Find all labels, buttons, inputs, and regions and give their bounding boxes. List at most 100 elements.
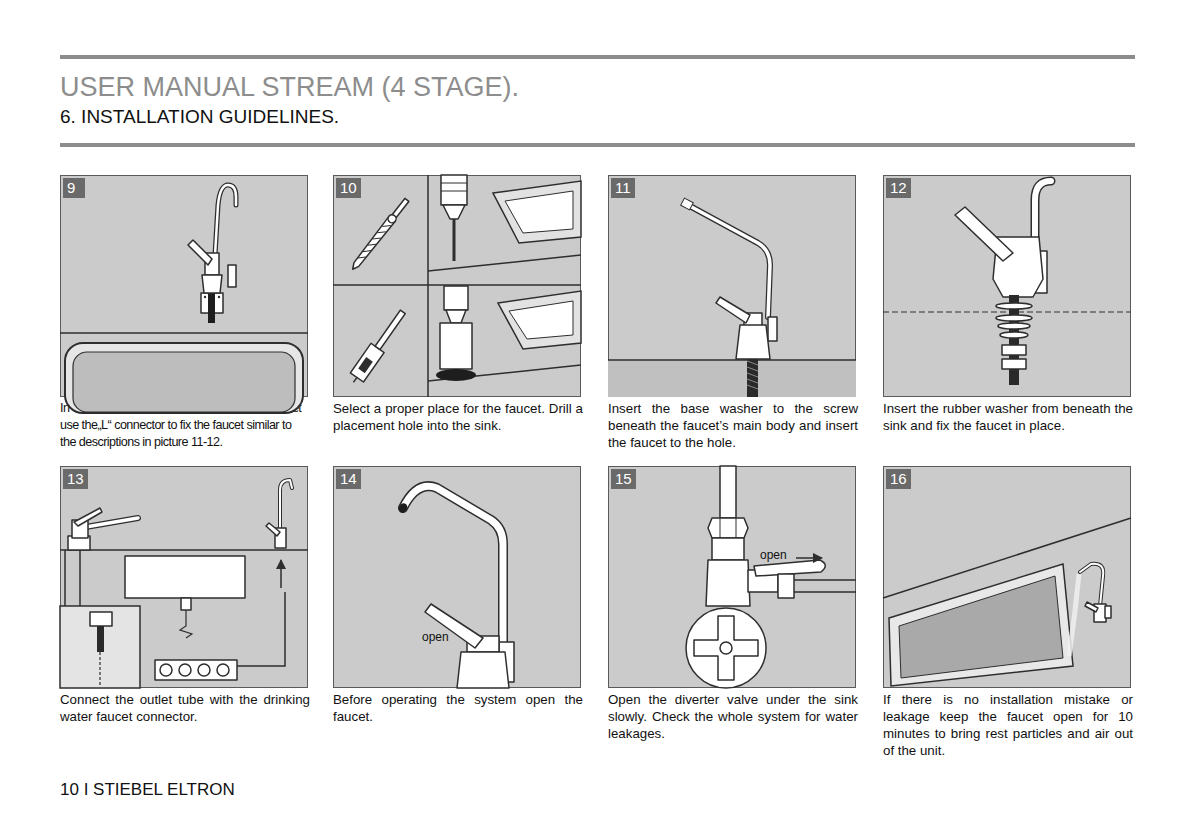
illustration-rect bbox=[768, 317, 777, 341]
illustration-rect bbox=[68, 536, 90, 550]
illustration-rect bbox=[1002, 345, 1026, 355]
illustration-path bbox=[202, 275, 222, 293]
illustration-rect bbox=[350, 343, 384, 382]
diverter-valve-illustration bbox=[686, 466, 856, 688]
illustration-path bbox=[280, 480, 292, 528]
illustration-rect bbox=[155, 660, 237, 680]
illustration-rect bbox=[73, 352, 295, 412]
illustration-line bbox=[353, 377, 356, 382]
drilling-illustration bbox=[333, 175, 581, 397]
illustration-g bbox=[347, 307, 409, 387]
illustration-line bbox=[796, 557, 822, 559]
illustration-rect bbox=[744, 313, 762, 327]
step-number: 15 bbox=[611, 469, 636, 489]
illustration-ellipse bbox=[996, 315, 1032, 321]
illustration-rect bbox=[444, 286, 468, 310]
page-title: USER MANUAL STREAM (4 STAGE). bbox=[60, 72, 519, 103]
illustration-path bbox=[754, 560, 825, 576]
illustration-circle bbox=[179, 664, 191, 676]
illustration-ellipse bbox=[998, 323, 1030, 329]
illustration-path bbox=[74, 508, 102, 526]
illustration-path bbox=[688, 205, 770, 317]
illustration-line bbox=[453, 219, 456, 261]
illustration-path bbox=[446, 310, 466, 323]
illustration-ellipse bbox=[436, 369, 476, 381]
tube-connection-illustration bbox=[60, 480, 308, 688]
illustration-path bbox=[993, 237, 1043, 297]
illustration-rect bbox=[712, 538, 744, 560]
illustration-rect bbox=[1002, 359, 1026, 369]
illustration-line bbox=[720, 518, 721, 538]
illustration-path bbox=[266, 523, 280, 536]
step-number: 9 bbox=[63, 178, 85, 198]
illustration-line bbox=[883, 312, 1131, 313]
illustration-ellipse bbox=[1000, 332, 1028, 338]
illustration-rect bbox=[65, 343, 303, 413]
illustration-path bbox=[498, 291, 581, 349]
illustration-path bbox=[358, 222, 391, 262]
illustration-path bbox=[493, 181, 581, 243]
illustration-rect bbox=[1035, 251, 1047, 293]
illustration-rect bbox=[778, 574, 794, 598]
illustration-rect bbox=[90, 612, 112, 626]
illustration-path bbox=[706, 560, 750, 606]
illustration-rect bbox=[125, 556, 245, 598]
flushing-illustration bbox=[883, 518, 1131, 686]
illustration-path bbox=[80, 518, 138, 528]
step-caption: Select a proper place for the faucet. Dr… bbox=[333, 400, 583, 434]
illustration-path bbox=[889, 564, 1073, 686]
illustration-circle bbox=[204, 296, 206, 298]
illustration-rect bbox=[60, 606, 140, 688]
illustration-path bbox=[899, 576, 1063, 678]
section-heading: 6. INSTALLATION GUIDELINES. bbox=[60, 106, 339, 128]
wall-faucet-illustration bbox=[60, 185, 308, 413]
step-caption: Insert the rubber washer from beneath th… bbox=[883, 400, 1133, 434]
illustration-line bbox=[60, 549, 308, 551]
illustration-rect bbox=[1105, 606, 1111, 618]
illustration-line bbox=[428, 365, 581, 381]
instruction-panel: 13Connect the outlet tube with the drink… bbox=[60, 466, 308, 688]
illustration-path bbox=[280, 480, 292, 528]
illustration-rect bbox=[201, 293, 223, 313]
illustration-rect bbox=[681, 198, 694, 210]
illustration-rect bbox=[390, 198, 409, 220]
illustration-path bbox=[80, 518, 138, 528]
illustration-rect bbox=[205, 253, 219, 275]
instruction-panel: 15Open the diverter valve under the sink… bbox=[608, 466, 856, 688]
illustration-line bbox=[333, 284, 581, 286]
illustration-line bbox=[64, 550, 66, 606]
illustration-line bbox=[441, 183, 467, 184]
illustration-line bbox=[427, 175, 429, 397]
illustration-path bbox=[1069, 574, 1079, 656]
instruction-panel: 10Select a proper place for the faucet. … bbox=[333, 175, 581, 397]
page-footer: 10 I STIEBEL ELTRON bbox=[60, 780, 235, 800]
illustration-rect bbox=[499, 642, 514, 682]
illustration-path bbox=[688, 205, 770, 317]
step-caption: In case of wall-mounted installation of … bbox=[60, 400, 310, 451]
illustration-rect bbox=[748, 570, 778, 592]
illustration-rect bbox=[1009, 295, 1019, 385]
illustration-path bbox=[99, 652, 100, 686]
illustration-path bbox=[694, 616, 758, 680]
illustration-rect bbox=[97, 626, 104, 652]
illustration-rect bbox=[72, 520, 88, 538]
step-caption: If there is no installation mistake or l… bbox=[883, 691, 1133, 759]
illustration-circle bbox=[198, 664, 210, 676]
faucet-insert-illustration bbox=[608, 198, 856, 397]
illustration-path bbox=[237, 592, 285, 666]
illustration-ellipse bbox=[996, 303, 1032, 309]
step-number: 13 bbox=[63, 469, 88, 489]
illustration-path bbox=[425, 604, 483, 648]
illustration-line bbox=[60, 332, 308, 334]
illustration-path bbox=[747, 361, 758, 389]
illustration-rect bbox=[228, 265, 236, 287]
step-number: 11 bbox=[611, 178, 635, 198]
washer-fixing-illustration bbox=[883, 181, 1131, 385]
illustration-path bbox=[188, 240, 212, 265]
illustration-rect bbox=[467, 636, 499, 652]
illustration-path bbox=[955, 207, 1013, 261]
illustration-path bbox=[1080, 564, 1103, 606]
illustration-line bbox=[883, 518, 1131, 598]
illustration-line bbox=[428, 255, 581, 271]
